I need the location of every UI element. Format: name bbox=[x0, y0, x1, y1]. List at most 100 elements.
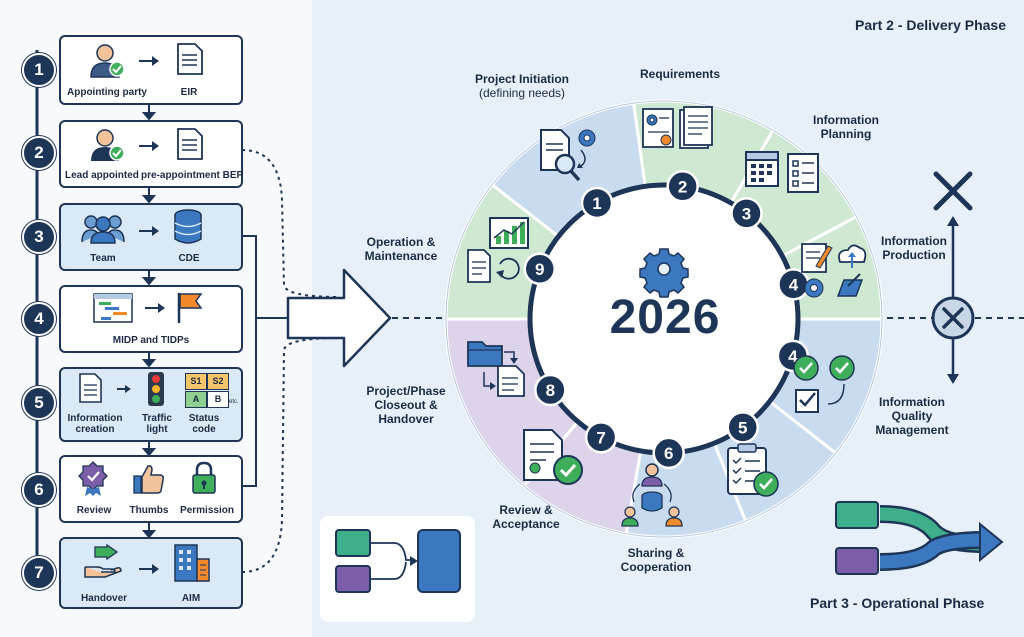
status-cell-b: B bbox=[207, 391, 229, 408]
ring-badge-number: 7 bbox=[596, 428, 605, 447]
review-approved-document-icon bbox=[523, 429, 583, 485]
gantt-schedule-icon bbox=[93, 293, 133, 323]
ring-badge-number: 9 bbox=[535, 260, 544, 279]
ring-badge-number: 5 bbox=[738, 418, 747, 437]
ring-badge-4: 4 bbox=[777, 268, 810, 301]
stage-label-requirements: Requirements bbox=[639, 67, 721, 81]
quality-checkmarks-icon bbox=[793, 355, 855, 413]
label-pre-appointment-bep: pre-appointment BEP bbox=[141, 170, 244, 181]
quality-clipboard-icon bbox=[727, 443, 779, 497]
ring-badge-circle bbox=[584, 421, 618, 454]
ring-badge-number: 2 bbox=[678, 177, 687, 196]
merge-diagram-card bbox=[320, 516, 475, 622]
step-box-3: Team CDE bbox=[59, 203, 243, 271]
ring-badge-7: 6 bbox=[652, 436, 685, 470]
eir-document-icon bbox=[177, 43, 203, 75]
initiation-search-document-icon bbox=[540, 129, 596, 182]
stage-label-initiation: Project Initiation (defining needs) bbox=[474, 72, 569, 100]
appointing-party-icon bbox=[90, 44, 125, 78]
closeout-folder-documents-icon bbox=[467, 341, 525, 397]
large-x-icon bbox=[933, 171, 973, 211]
ring-badge-10: 9 bbox=[523, 252, 557, 286]
step-number-4: 4 bbox=[22, 302, 56, 336]
ring-badge-circle bbox=[730, 197, 763, 230]
step-box-6: Review Thumbs Permission bbox=[59, 455, 243, 523]
information-document-icon bbox=[79, 373, 102, 403]
center-year: 2026 bbox=[609, 291, 721, 344]
step-box-4: MIDP and TIDPs bbox=[59, 285, 243, 353]
stage-label-review: Review & Acceptance bbox=[492, 503, 560, 531]
status-cell-a: A bbox=[185, 391, 207, 408]
permission-lock-icon bbox=[192, 461, 216, 494]
step-box-2: Lead appointed pre-appointment BEP bbox=[59, 120, 243, 188]
stage-label-operation: Operation & Maintenance bbox=[364, 235, 438, 263]
lead-appointed-party-icon bbox=[91, 129, 125, 161]
operational-merge-arrow bbox=[835, 501, 1004, 575]
stage-label-production: Information Production bbox=[881, 234, 947, 262]
team-icon bbox=[81, 215, 125, 244]
label-midp-tidps: MIDP and TIDPs bbox=[112, 335, 190, 346]
label-team: Team bbox=[90, 253, 116, 264]
ring-badge-circle bbox=[534, 373, 567, 407]
cde-database-icon bbox=[174, 209, 202, 244]
review-badge-icon bbox=[78, 461, 108, 496]
step-number-1: 1 bbox=[22, 53, 56, 87]
label-status-code: Status code bbox=[188, 413, 220, 435]
ring-badge-8: 7 bbox=[584, 421, 618, 454]
ring-badge-number: 4 bbox=[789, 275, 799, 294]
label-review: Review bbox=[76, 505, 112, 516]
ring-badge-number: 6 bbox=[664, 444, 673, 463]
operation-analytics-icon bbox=[467, 217, 529, 283]
stage-label-sharing: Sharing & Cooperation bbox=[620, 546, 692, 574]
label-permission: Permission bbox=[180, 505, 234, 516]
arrow-right-icon bbox=[117, 385, 131, 393]
thumbs-up-icon bbox=[133, 465, 164, 494]
arrow-right-icon bbox=[145, 303, 165, 313]
ring-badge-circle bbox=[523, 252, 557, 286]
center-gear-icon bbox=[639, 248, 689, 298]
step-box-5: S1 S2 A B etc. Information creation Traf… bbox=[59, 367, 243, 442]
ring-badge-number: 4 bbox=[788, 347, 798, 366]
production-tools-icon bbox=[801, 243, 867, 298]
stage-label-quality: Information Quality Management bbox=[875, 395, 949, 437]
ring-badge-circle bbox=[652, 436, 685, 470]
ring-badges: 1 2 3 4 4 5 6 7 8 9 bbox=[523, 170, 810, 470]
ring-badge-number: 1 bbox=[592, 194, 601, 213]
arrow-right-icon bbox=[139, 564, 159, 574]
step-box-7: Handover AIM bbox=[59, 537, 243, 609]
phase-transition-markers bbox=[931, 171, 975, 384]
ring-badge-circle bbox=[726, 411, 760, 444]
step-number-5: 5 bbox=[22, 386, 56, 420]
ring-badge-number: 8 bbox=[546, 381, 555, 400]
arrow-right-icon bbox=[139, 56, 159, 66]
bep-document-icon bbox=[177, 128, 203, 160]
ring-badge-circle bbox=[666, 170, 699, 203]
traffic-light-icon bbox=[148, 372, 164, 406]
ring-badge-9: 8 bbox=[534, 373, 567, 407]
ring-badge-1: 1 bbox=[580, 186, 614, 220]
label-lead-appointed: Lead appointed bbox=[65, 170, 139, 181]
label-information-creation: Information creation bbox=[67, 413, 123, 435]
part2-title: Part 2 - Delivery Phase bbox=[855, 17, 1006, 33]
status-cell-s2: S2 bbox=[207, 373, 229, 390]
ring-badge-2: 2 bbox=[666, 170, 699, 203]
dotted-connectors bbox=[241, 149, 1024, 573]
aim-building-icon bbox=[174, 544, 210, 582]
arrow-right-icon bbox=[139, 141, 159, 151]
status-cell-etc: etc. bbox=[229, 399, 239, 405]
requirements-documents-icon bbox=[642, 106, 713, 149]
label-eir: EIR bbox=[180, 87, 198, 98]
arrow-right-icon bbox=[139, 226, 159, 236]
label-cde: CDE bbox=[178, 253, 200, 264]
step-box-1: Appointing party EIR bbox=[59, 35, 243, 105]
merge-diagram-icon bbox=[335, 529, 461, 593]
stage-label-planning: Information Planning bbox=[813, 113, 879, 141]
part3-title: Part 3 - Operational Phase bbox=[810, 595, 985, 611]
step-number-3: 3 bbox=[22, 220, 56, 254]
sharing-network-icon bbox=[621, 463, 683, 527]
milestone-flag-icon bbox=[177, 293, 203, 323]
outer-ring-border bbox=[445, 100, 883, 538]
ring-badge-3: 3 bbox=[730, 197, 763, 230]
big-outline-arrow bbox=[286, 268, 392, 368]
step-number-2: 2 bbox=[22, 136, 56, 170]
